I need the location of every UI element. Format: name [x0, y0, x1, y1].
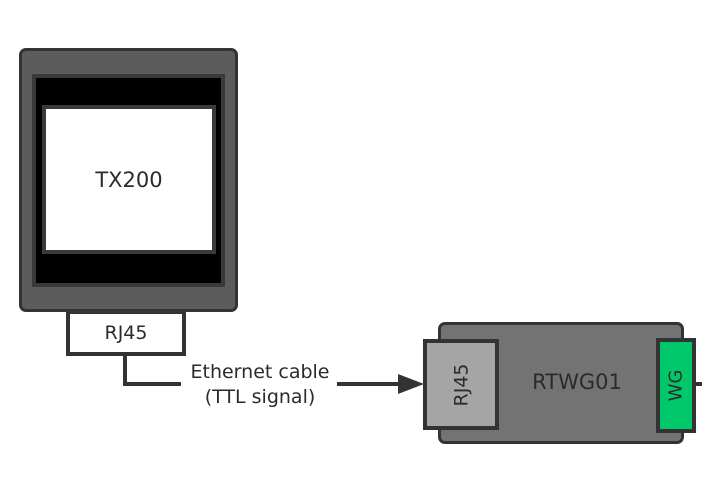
tx200-label: TX200 — [95, 167, 163, 192]
ethernet-cable-vertical-segment — [123, 355, 127, 386]
arrow-head-icon — [398, 374, 424, 394]
ethernet-cable-arrow-shaft — [337, 382, 403, 386]
rtwg01-rj45-port: RJ45 — [423, 339, 499, 430]
rtwg01-wg-label: WG — [665, 369, 687, 402]
connection-label-line2: (TTL signal) — [204, 386, 316, 408]
connection-label-line1: Ethernet cable — [190, 361, 330, 383]
rtwg01-wg-port: WG — [656, 338, 696, 433]
rtwg01-rj45-label: RJ45 — [449, 363, 472, 406]
tx200-rj45-label: RJ45 — [104, 322, 148, 344]
tx200-rj45-port: RJ45 — [66, 310, 186, 356]
rtwg01-label: RTWG01 — [532, 370, 622, 394]
ethernet-cable-horizontal-segment — [123, 382, 181, 386]
tx200-screen: TX200 — [42, 105, 216, 254]
wg-output-line — [695, 382, 702, 386]
connection-label: Ethernet cable (TTL signal) — [168, 360, 352, 410]
